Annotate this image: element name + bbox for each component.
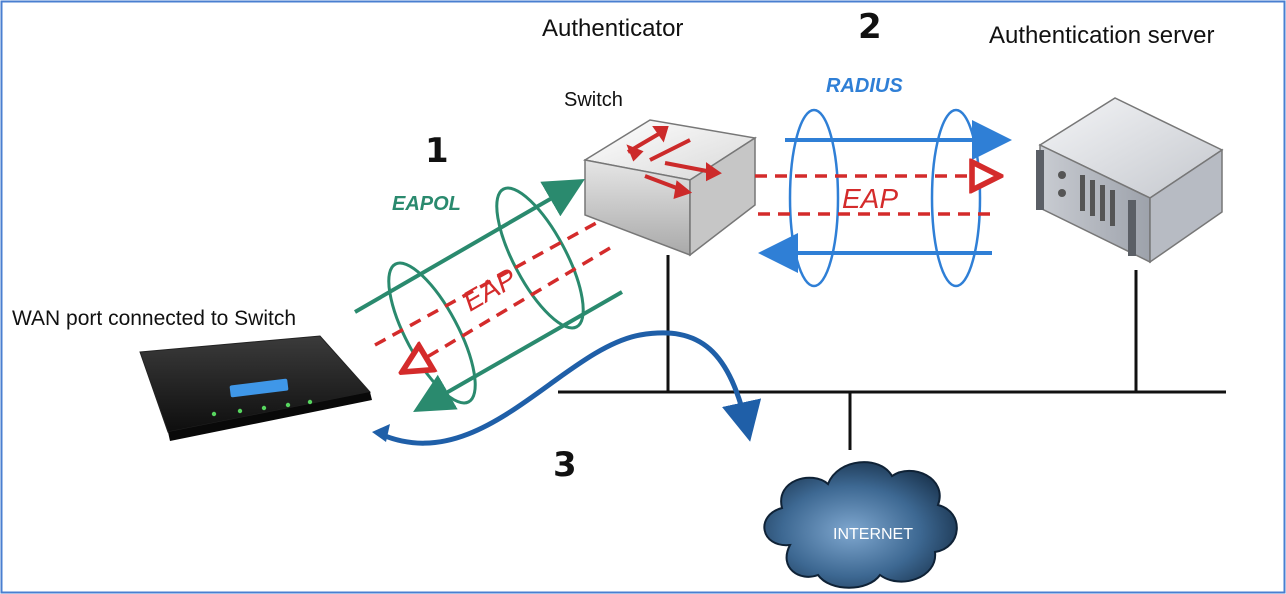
auth-server-label: Authentication server (989, 22, 1214, 49)
eapol-link (353, 178, 623, 412)
wan-port-label: WAN port connected to Switch (12, 307, 296, 330)
switch-label: Switch (564, 89, 623, 111)
eap-label-right: EAP (842, 183, 898, 214)
eap-label-left: EAP (458, 262, 522, 317)
step-2-label: 2 (858, 7, 882, 47)
step-3-label: 3 (553, 445, 577, 485)
radius-label: RADIUS (826, 75, 903, 97)
eapol-label: EAPOL (392, 193, 461, 215)
router-icon (139, 335, 372, 441)
internet-path (372, 330, 762, 446)
eap-link-right (755, 176, 1000, 216)
eap-link-left (374, 220, 611, 372)
server-icon (1036, 97, 1224, 264)
switch-icon (582, 119, 758, 257)
internet-label: INTERNET (833, 526, 913, 543)
authenticator-label: Authenticator (542, 15, 683, 42)
network-bus (558, 255, 1226, 450)
radius-link (758, 108, 1012, 288)
internet-cloud-icon (763, 461, 958, 589)
step-1-label: 1 (425, 131, 449, 171)
